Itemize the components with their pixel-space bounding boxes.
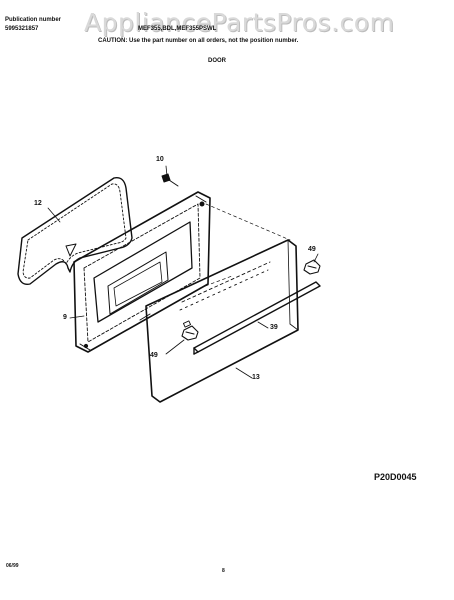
part-label-39: 39	[270, 324, 278, 331]
inner-door-frame	[73, 191, 211, 353]
part-label-49-left: 49	[150, 352, 158, 359]
publication-label: Publication number	[5, 17, 62, 23]
alignment-lines	[199, 203, 291, 289]
part-label-9: 9	[63, 314, 67, 321]
page-number: 8	[222, 568, 225, 574]
section-title: DOOR	[208, 58, 226, 64]
door-screw	[161, 173, 179, 187]
diagram-code: P20D0045	[374, 472, 417, 482]
part-label-49-right: 49	[308, 246, 316, 253]
caution-note: CAUTION: Use the part number on all orde…	[98, 38, 299, 44]
publication-number: 5995321857	[5, 26, 39, 32]
door-gasket	[17, 177, 133, 285]
outer-door-panel	[145, 239, 299, 403]
part-label-12: 12	[34, 200, 42, 207]
footer-date: 06/99	[6, 563, 19, 569]
leader-lines	[47, 165, 319, 379]
handle-end-cap-right	[303, 259, 321, 275]
part-label-13: 13	[252, 374, 260, 381]
handle-end-cap-left	[181, 325, 199, 341]
model-line: MEF355,BDL,MEF355PSWL	[138, 26, 217, 32]
part-label-10: 10	[156, 156, 164, 163]
door-handle	[193, 281, 321, 355]
watermark: AppliancePartsPros.com	[84, 8, 395, 37]
